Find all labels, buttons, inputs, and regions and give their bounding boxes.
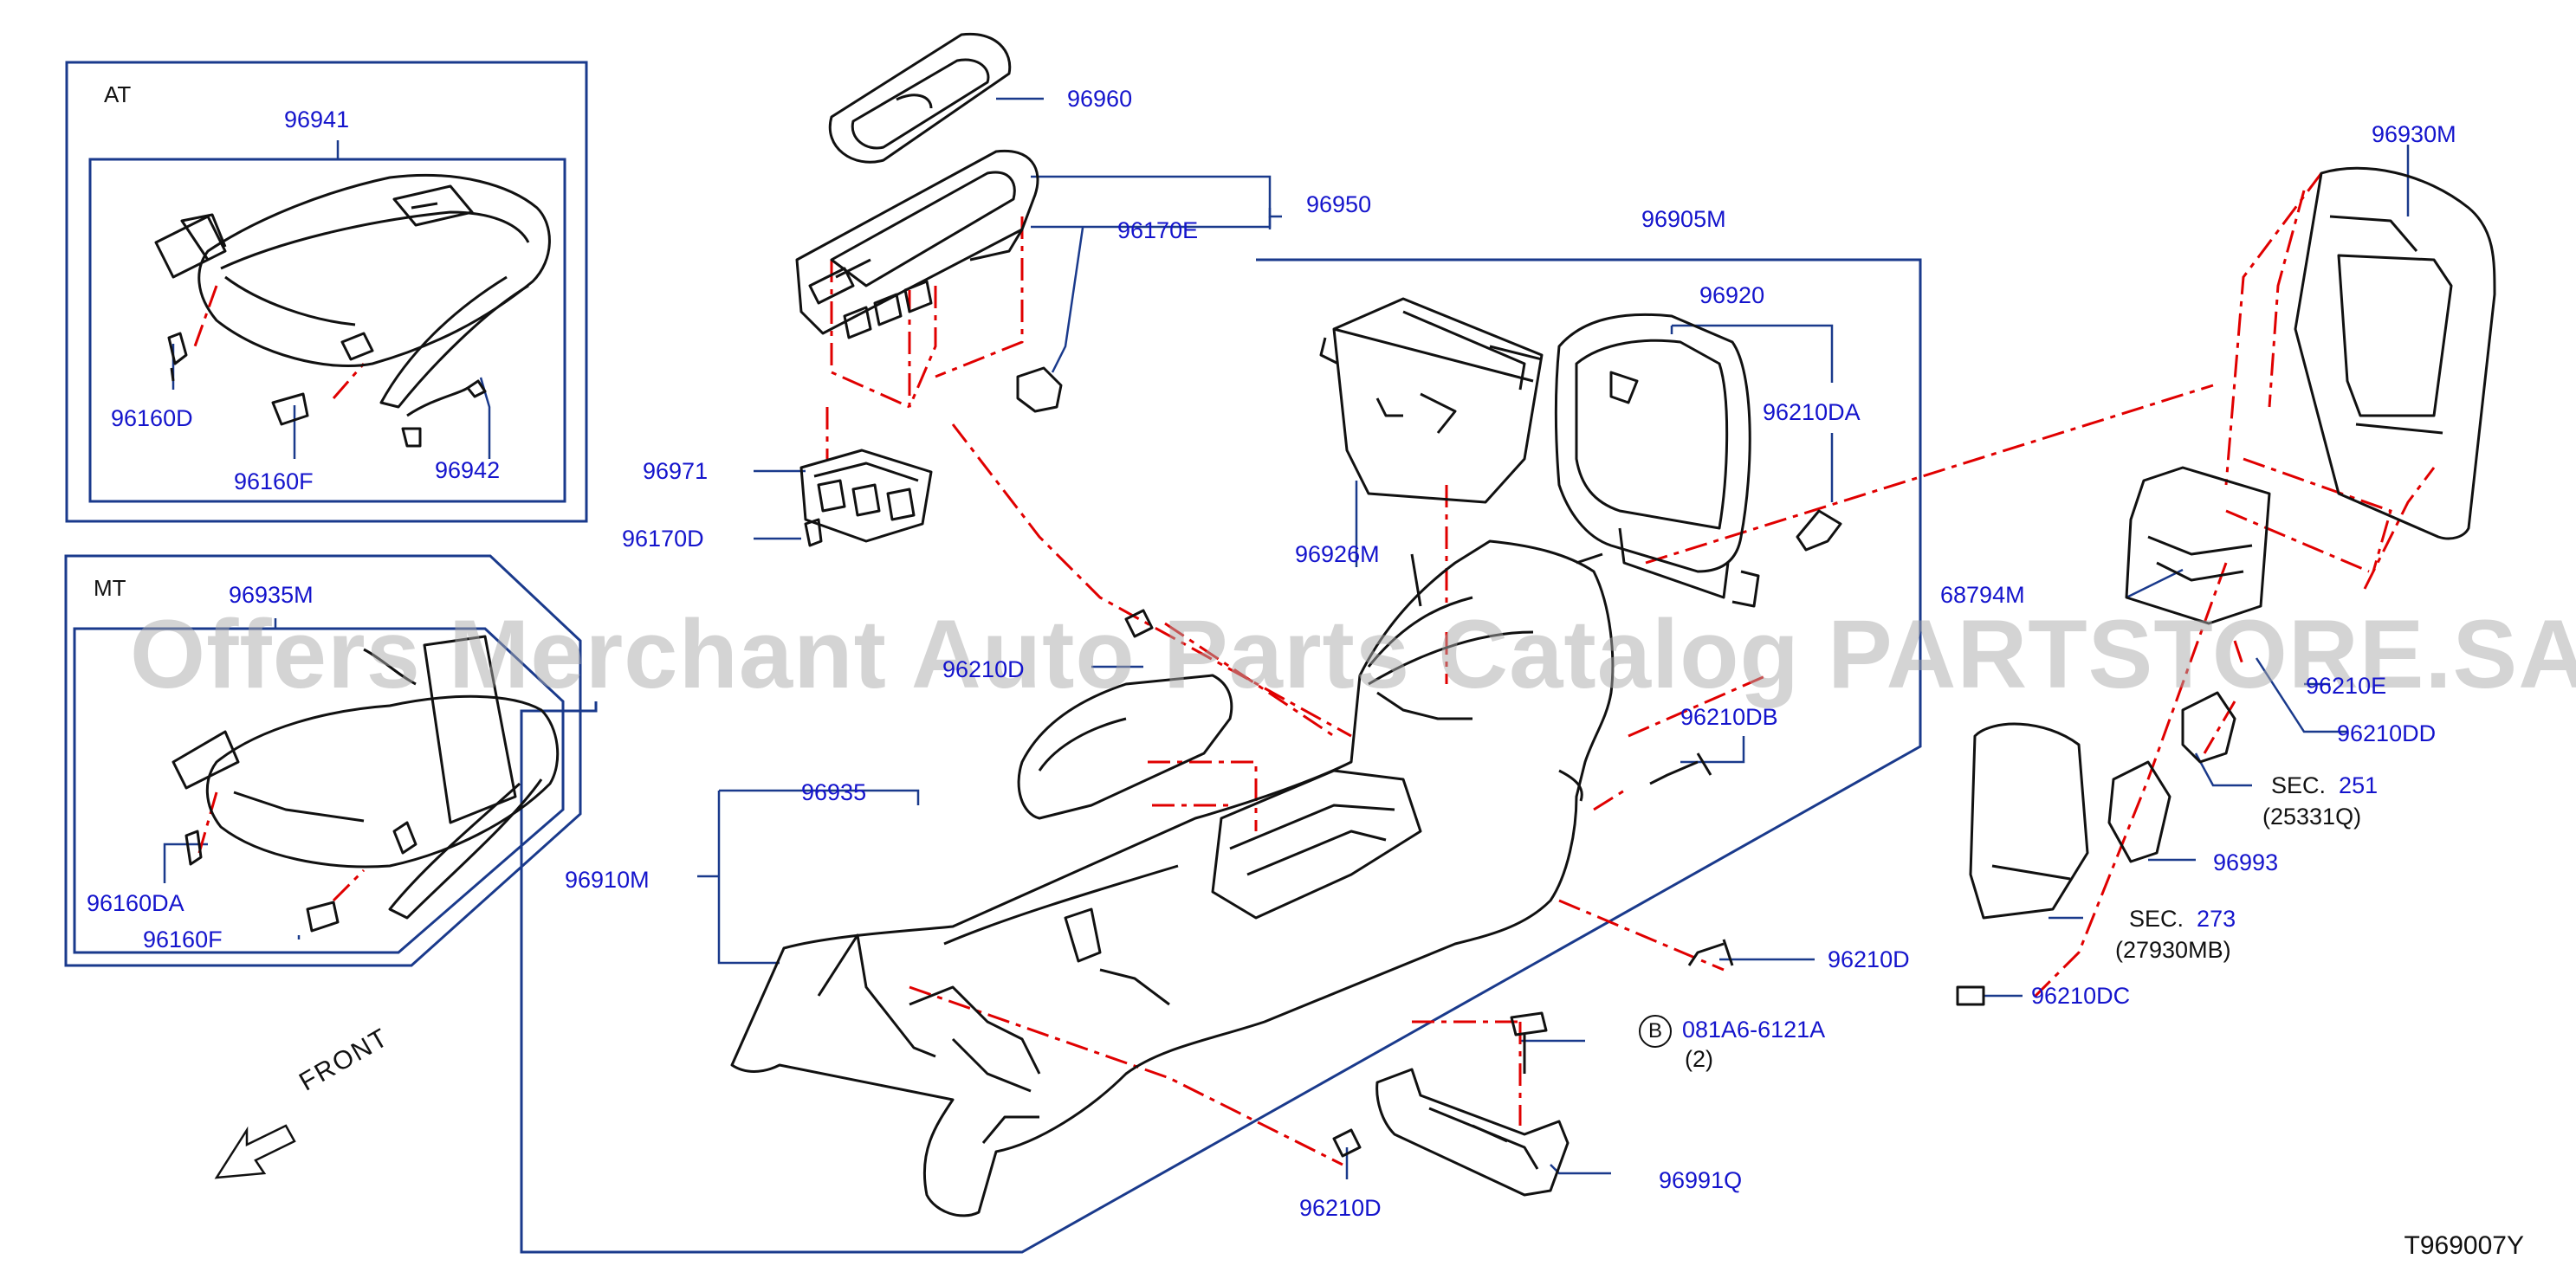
section-ref-273[interactable]: SEC. 273 bbox=[2129, 907, 2236, 931]
part-label-96170E[interactable]: 96170E bbox=[1117, 217, 1199, 243]
at-box-outer bbox=[65, 61, 588, 523]
screw-96210DA-sketch bbox=[1796, 509, 1842, 552]
part-label-96950[interactable]: 96950 bbox=[1306, 191, 1372, 217]
rear-vent-sketch bbox=[2125, 466, 2271, 625]
part-label-96160DA[interactable]: 96160DA bbox=[87, 890, 184, 916]
part-label-68794M[interactable]: 68794M bbox=[1940, 582, 2025, 608]
cup-holder-sketch bbox=[795, 149, 1039, 339]
console-body-sketch bbox=[730, 539, 1615, 1217]
section-word-251: SEC. bbox=[2271, 772, 2327, 798]
bracket-sketch bbox=[1375, 1068, 1570, 1197]
screw-sketches bbox=[1124, 509, 1985, 1158]
part-label-96971[interactable]: 96971 bbox=[643, 458, 709, 484]
part-label-96160D[interactable]: 96160D bbox=[111, 405, 193, 431]
part-label-96160F-at[interactable]: 96160F bbox=[234, 468, 314, 494]
box-frames bbox=[64, 61, 1922, 1254]
part-label-96210DC[interactable]: 96210DC bbox=[2031, 983, 2131, 1009]
side-panel-sketch bbox=[1017, 674, 1233, 820]
console-box bbox=[520, 258, 1922, 1254]
section-number-251: 251 bbox=[2339, 772, 2379, 798]
part-label-96210DD[interactable]: 96210DD bbox=[2337, 720, 2437, 746]
part-label-96170D[interactable]: 96170D bbox=[622, 526, 704, 552]
at-box-title: AT bbox=[104, 81, 132, 107]
part-label-96920[interactable]: 96920 bbox=[1699, 282, 1765, 308]
bolt-081A6-sketch bbox=[1510, 1011, 1548, 1036]
part-label-96941[interactable]: 96941 bbox=[284, 107, 350, 132]
vent-duct-sketch bbox=[1969, 722, 2089, 920]
rear-finisher-sketch bbox=[2294, 166, 2496, 540]
part-label-96942[interactable]: 96942 bbox=[435, 457, 501, 483]
mt-box-title: MT bbox=[94, 575, 126, 601]
section-part-25331Q: (25331Q) bbox=[2262, 804, 2362, 830]
part-label-96210D-right[interactable]: 96210D bbox=[1828, 946, 1910, 972]
at-shift-trim-sketch bbox=[154, 173, 551, 448]
diagram-id: T969007Y bbox=[2404, 1231, 2524, 1260]
mt-box-outer bbox=[64, 554, 582, 967]
leader-lines bbox=[163, 97, 2410, 1179]
switch-assembly-sketch bbox=[799, 449, 933, 543]
part-label-96991Q[interactable]: 96991Q bbox=[1659, 1167, 1743, 1193]
front-arrow-icon bbox=[214, 1124, 296, 1179]
bracket-96993-sketch bbox=[2107, 760, 2171, 863]
part-label-96210DB[interactable]: 96210DB bbox=[1680, 704, 1778, 730]
screw-96170D-sketch bbox=[804, 518, 823, 547]
part-label-96993[interactable]: 96993 bbox=[2213, 849, 2279, 875]
part-label-96160F-mt[interactable]: 96160F bbox=[143, 927, 223, 952]
part-sketches bbox=[154, 32, 2496, 1217]
mt-shift-trim-sketch bbox=[172, 635, 560, 933]
section-ref-251[interactable]: SEC. 251 bbox=[2271, 774, 2378, 797]
part-label-96926M[interactable]: 96926M bbox=[1295, 541, 1380, 567]
bolt-part-number: 081A6-6121A bbox=[1682, 1017, 1826, 1043]
console-lid-sketch bbox=[1554, 313, 1760, 608]
console-box-sketch bbox=[1319, 297, 1544, 504]
part-label-96930M[interactable]: 96930M bbox=[2372, 121, 2456, 147]
part-label-96935[interactable]: 96935 bbox=[801, 779, 867, 805]
section-number-273: 273 bbox=[2197, 906, 2236, 932]
section-part-27930MB: (27930MB) bbox=[2115, 937, 2231, 963]
part-label-96910M[interactable]: 96910M bbox=[565, 867, 650, 893]
part-label-96210D-left[interactable]: 96210D bbox=[942, 656, 1025, 682]
part-label-96905M[interactable]: 96905M bbox=[1641, 206, 1726, 232]
bolt-quantity: (2) bbox=[1685, 1046, 1713, 1072]
cup-holder-finisher-sketch bbox=[828, 32, 1012, 164]
connector-sketch bbox=[2181, 691, 2236, 764]
part-label-96210D-bottom[interactable]: 96210D bbox=[1299, 1195, 1382, 1221]
assembly-lines bbox=[193, 172, 2436, 1166]
part-label-96210DA[interactable]: 96210DA bbox=[1763, 399, 1861, 425]
bolt-marker-b: B bbox=[1639, 1015, 1672, 1048]
section-word-273: SEC. bbox=[2129, 906, 2184, 932]
part-label-96210E[interactable]: 96210E bbox=[2306, 673, 2387, 699]
bolt-label-081A6-6121A[interactable]: B 081A6-6121A bbox=[1639, 1015, 1825, 1048]
part-label-96960[interactable]: 96960 bbox=[1067, 86, 1133, 112]
mt-box-inner bbox=[73, 627, 565, 954]
part-label-96935M[interactable]: 96935M bbox=[229, 582, 314, 608]
clip-96170E-sketch bbox=[1016, 366, 1063, 413]
at-box-inner bbox=[88, 158, 566, 503]
